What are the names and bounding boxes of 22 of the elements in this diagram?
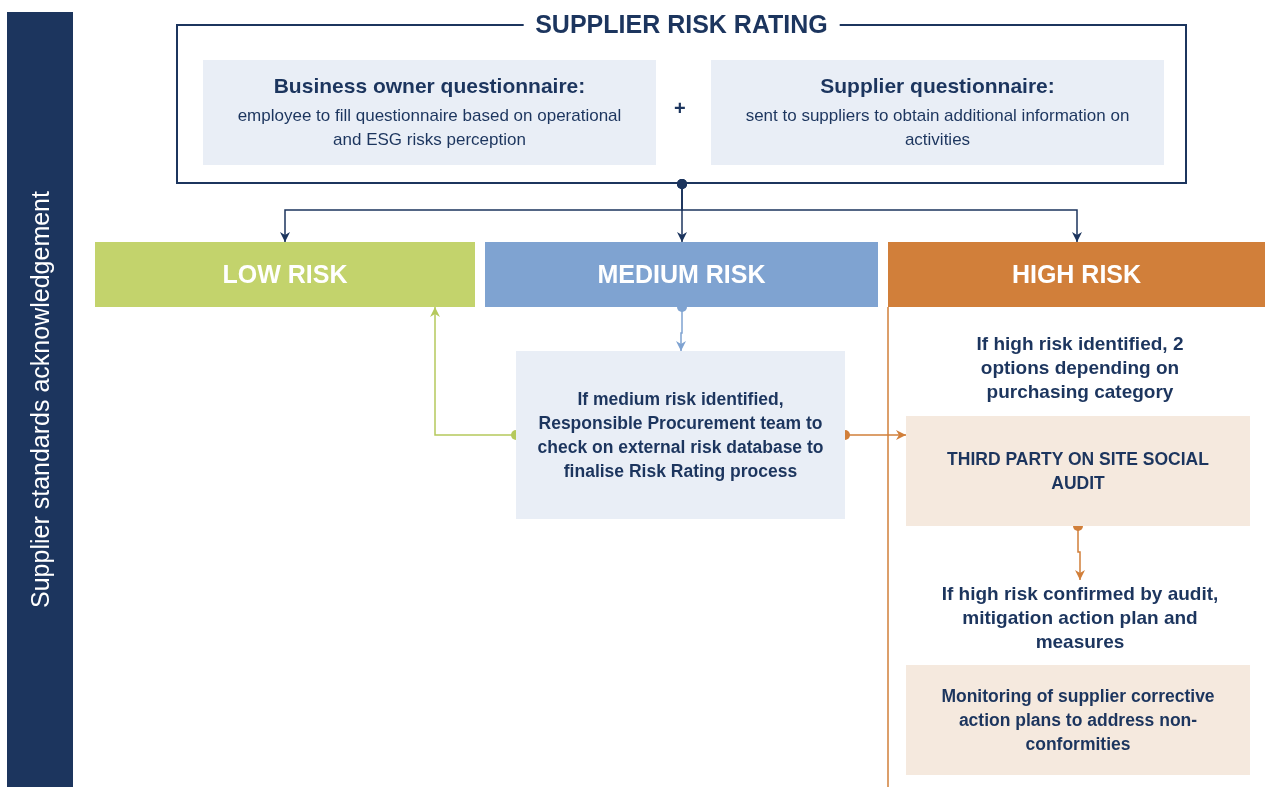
box-text: THIRD PARTY ON SITE SOCIAL AUDIT [946, 448, 1210, 495]
plus-sign: + [674, 97, 686, 120]
risk-level-header [95, 242, 475, 307]
risk-level-label: HIGH RISK [1011, 260, 1142, 289]
questionnaire-heading: Supplier questionnaire: [819, 73, 1056, 98]
side-banner [7, 12, 73, 787]
process-box [516, 351, 845, 519]
questionnaire-heading: Business owner questionnaire: [272, 73, 587, 98]
risk-level-label: MEDIUM RISK [597, 260, 766, 289]
process-box [906, 416, 1250, 526]
step-description: If high risk confirmed by audit, mitigation action plan and measures [940, 582, 1220, 654]
sidebar-label: Supplier standards acknowledgement [25, 191, 55, 608]
step-description: If high risk identified, 2 options depending on purchasing category [975, 332, 1185, 404]
box-text: Monitoring of supplier corrective action plans to address non-conformities [940, 685, 1216, 756]
arrow [677, 179, 1082, 243]
process-box [906, 665, 1250, 775]
questionnaire-text: employee to fill questionnaire based on operational and ESG risks perception [236, 104, 623, 151]
questionnaire-text: sent to suppliers to obtain additional information on activities [744, 104, 1131, 151]
risk-level-label: LOW RISK [222, 260, 348, 289]
risk-level-header [888, 242, 1265, 307]
box-text: If medium risk identified, Responsible Procurement team to check on external risk database to finalise Risk Rating process [536, 388, 825, 483]
risk-level-header [485, 242, 878, 307]
